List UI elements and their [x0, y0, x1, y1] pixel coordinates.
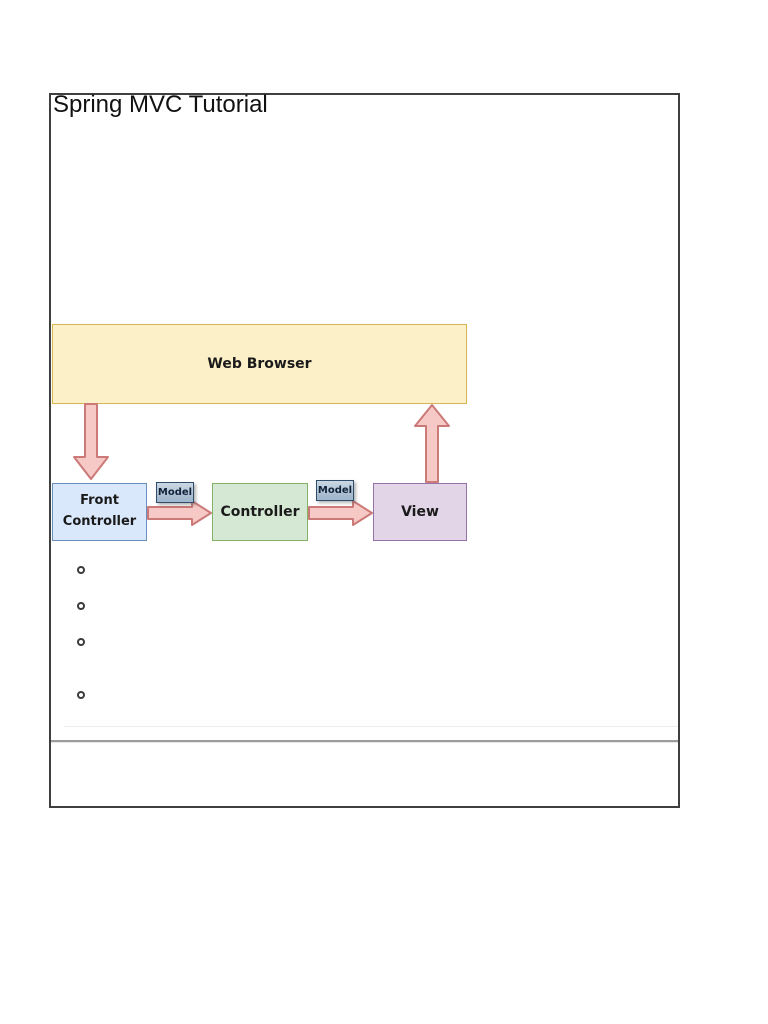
arrow-view-to-browser [414, 404, 450, 483]
light-horizontal-rule [64, 726, 678, 727]
model-label-right: Model [316, 480, 354, 501]
list-bullet [77, 566, 85, 574]
diagram-node-front-controller: Front Controller [52, 483, 147, 541]
arrow-browser-to-frontcontroller [73, 403, 109, 480]
list-bullet [77, 638, 85, 646]
diagram-node-controller: Controller [212, 483, 308, 541]
diagram-node-web-browser: Web Browser [52, 324, 467, 404]
page-title: Spring MVC Tutorial [53, 91, 268, 118]
dark-horizontal-rule [51, 740, 678, 743]
tutorial-page-card: Spring MVC Tutorial Web Browser Front Co… [49, 91, 680, 808]
diagram-node-view: View [373, 483, 467, 541]
arrow-controller-to-view [308, 500, 373, 526]
list-bullet [77, 691, 85, 699]
model-label-left: Model [156, 482, 194, 503]
arrow-frontcontroller-to-controller [147, 500, 212, 526]
list-bullet [77, 602, 85, 610]
